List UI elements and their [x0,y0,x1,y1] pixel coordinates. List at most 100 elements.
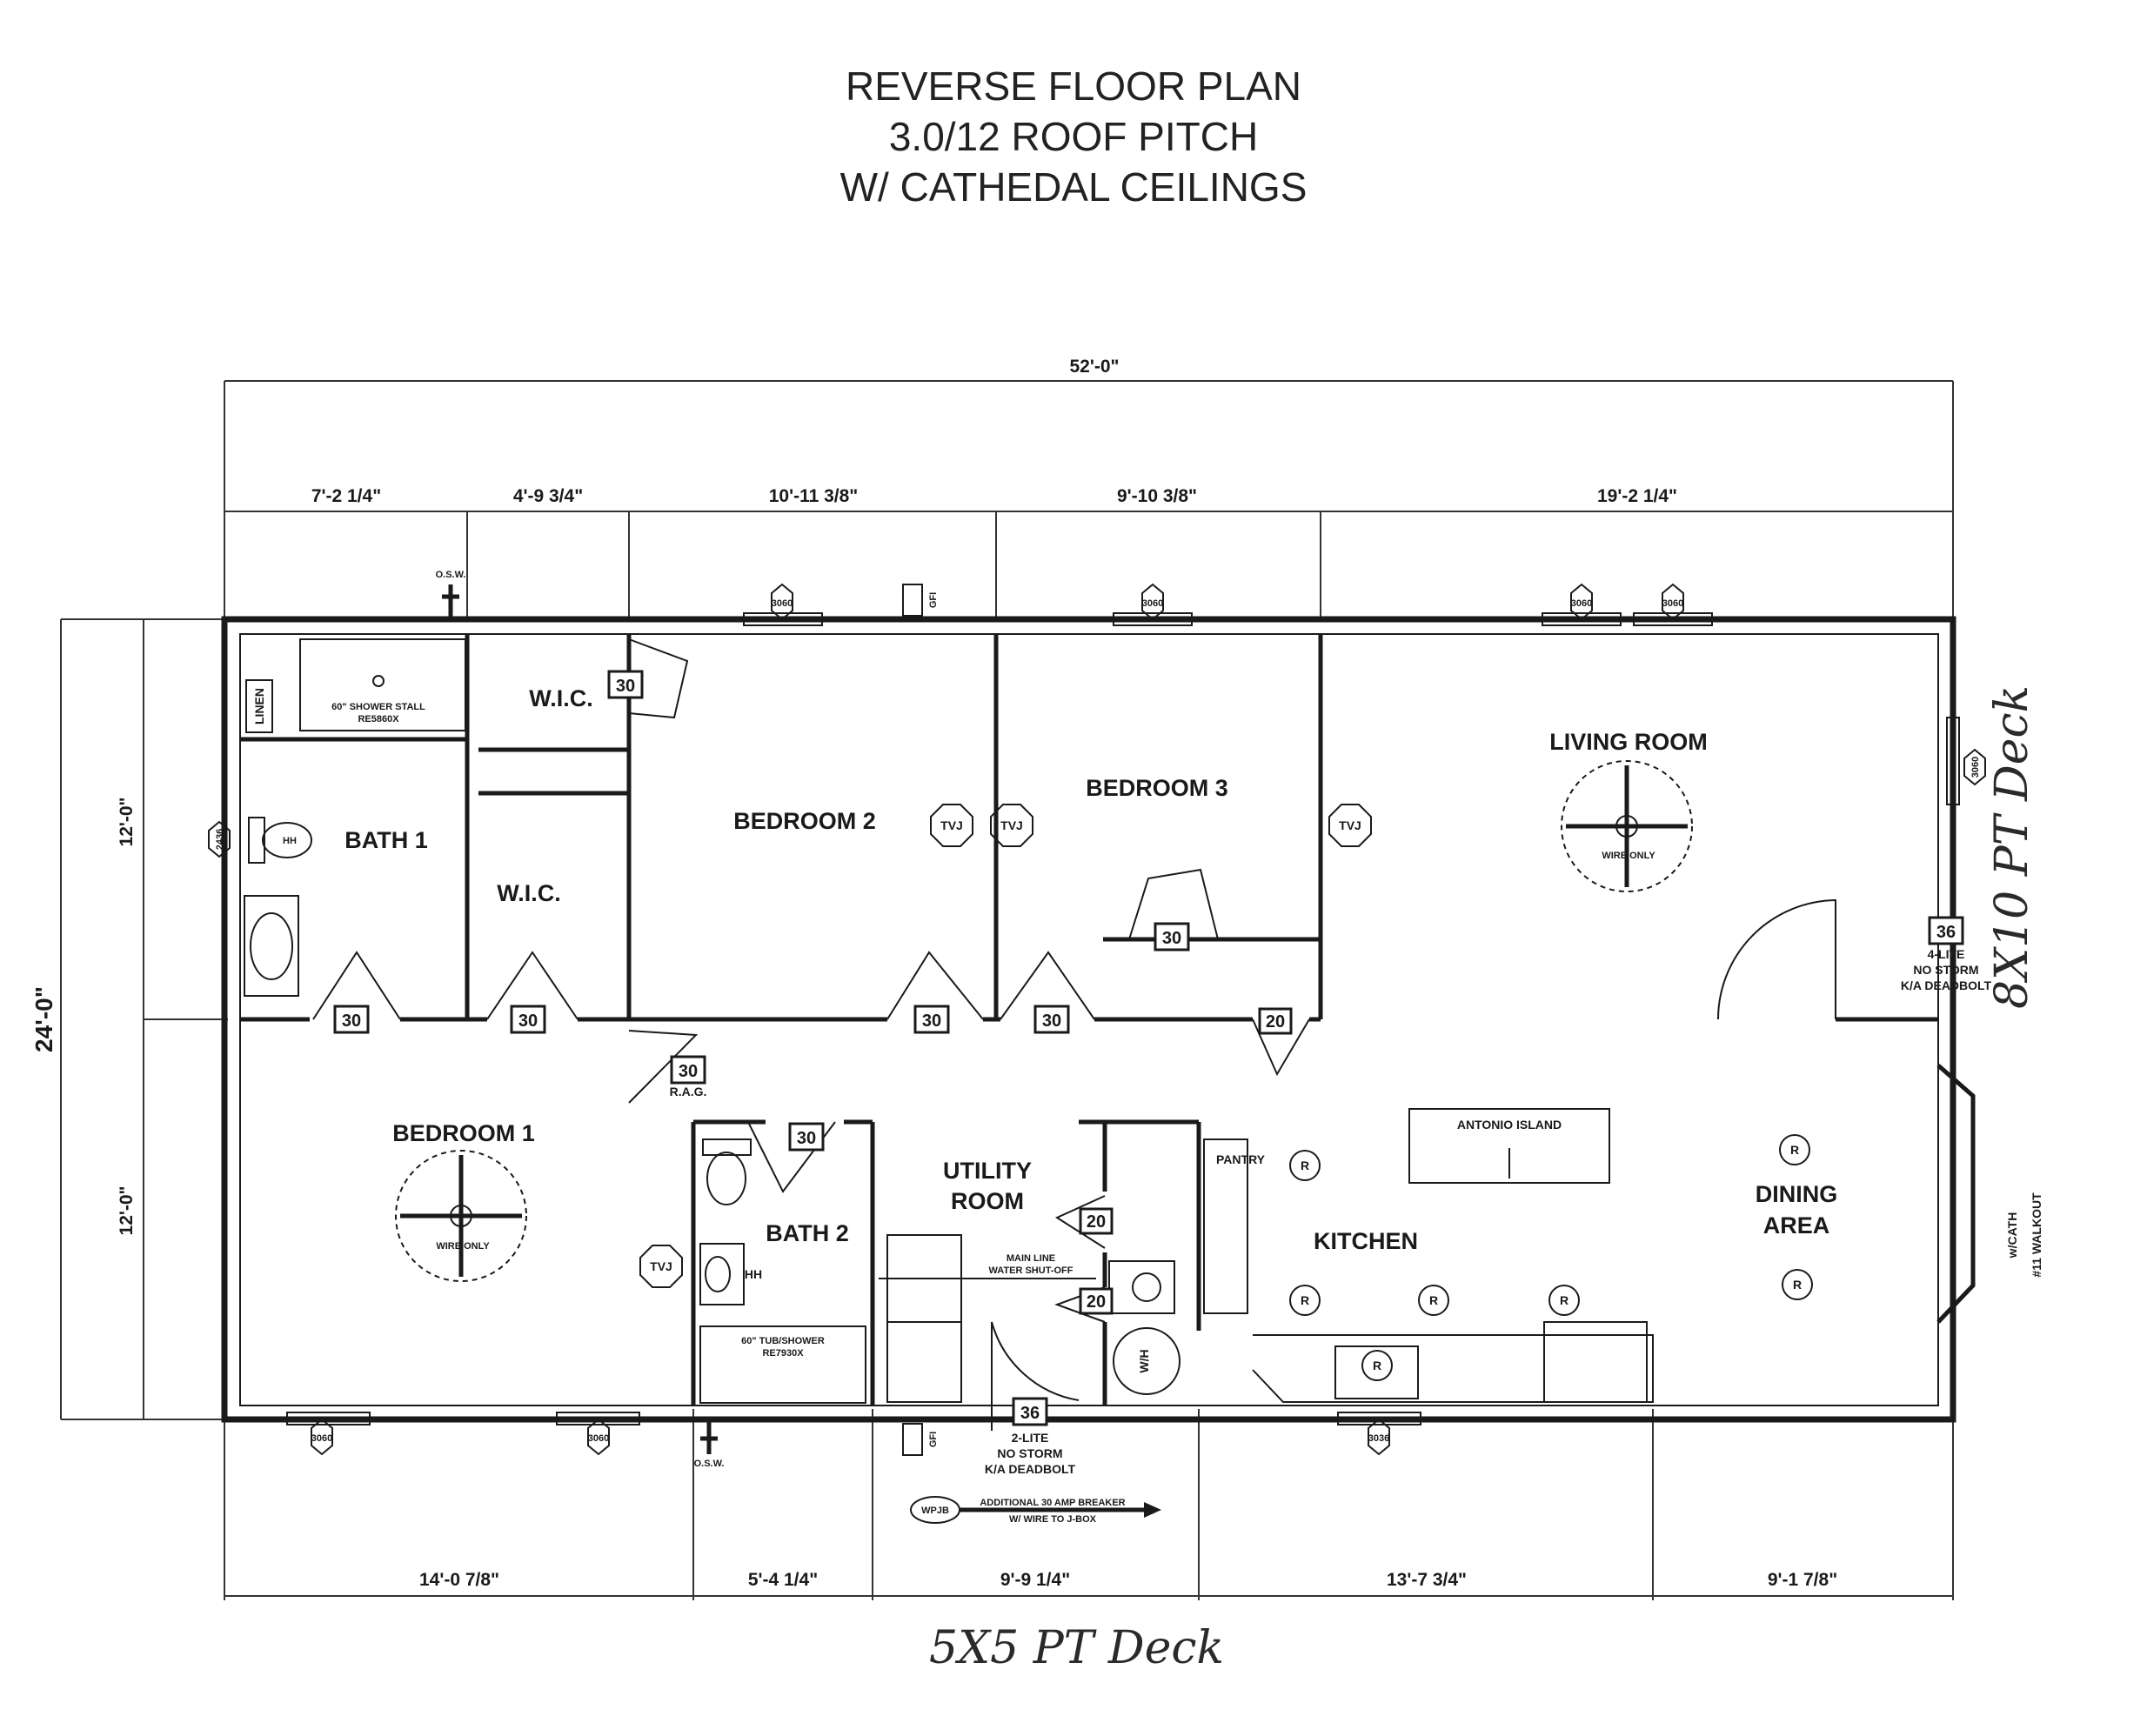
door-size-bedroom-3: 30 [1042,1012,1061,1031]
r-symbol-7: R [1793,1278,1802,1292]
window-2436-bath-1 [208,820,231,858]
breaker-note-1: ADDITIONAL 30 AMP BREAKER [980,1498,1125,1508]
r-symbol-4: R [1560,1293,1568,1307]
door-size-bedroom-2: 30 [922,1012,941,1031]
tub-shower [699,1325,866,1404]
room-bath-2: BATH 2 [766,1220,849,1246]
window-3060-6: 3060 [588,1433,609,1444]
hh-label-bath-2: HH [745,1267,762,1281]
windows [286,583,1986,1456]
tub-shower-model: RE7930X [762,1348,804,1359]
door-box-bath-1 [333,1005,370,1034]
osw-label-top: O.S.W. [436,570,466,580]
refrigerator [1543,1321,1648,1403]
vanity-bath-2 [699,1243,745,1305]
room-dining-2: AREA [1763,1212,1830,1239]
door-size-bath-1: 30 [342,1012,361,1031]
door-box-bath-2 [788,1122,825,1152]
window-3060-3: 3060 [1571,598,1592,609]
kitchen-counter [1252,1334,1654,1403]
bottom-dim-4: 13'-7 3/4" [1387,1570,1467,1590]
r-symbol-3: R [1429,1293,1438,1307]
door-box-linen [1258,1007,1293,1035]
window-3036: 3036 [1368,1433,1389,1444]
interior-walls [240,634,1938,1405]
ceiling-fan-bedroom-1 [395,1150,527,1282]
dryer [886,1321,962,1403]
top-dim-4: 9'-10 3/8" [1117,486,1197,506]
wire-only-bedroom-1: WIRE ONLY [436,1241,490,1252]
room-dining-1: DINING [1756,1181,1838,1207]
room-utility-2: ROOM [951,1188,1024,1214]
handwritten-deck-bottom: 5X5 PT Deck [929,1622,1224,1674]
door-size-rag: 30 [679,1062,698,1081]
gfi-label-bottom: GFI [928,1432,939,1447]
room-utility-1: UTILITY [943,1158,1032,1184]
pantry-label: PANTRY [1216,1152,1266,1166]
door-box-bedroom-3 [1033,1005,1070,1034]
wh-label: W/H [1137,1349,1151,1372]
osw-icons [442,584,718,1454]
range-symbols [1289,1134,1813,1381]
depth-top-label: 12'-0" [117,798,137,847]
door-size-bedroom-3-closet: 30 [1162,929,1181,948]
gfi-icons [902,584,923,1456]
overall-width-label: 52'-0" [1070,357,1120,377]
room-wic-2: W.I.C. [497,880,561,906]
window-3060-7: 3060 [1970,757,1981,778]
door-size-rear: 36 [1020,1404,1040,1423]
room-bedroom-2: BEDROOM 2 [733,808,876,834]
r-symbol-5: R [1373,1359,1381,1372]
room-wic-1: W.I.C. [529,685,593,711]
door-size-wic-2: 30 [518,1012,538,1031]
gfi-label-top: GFI [928,592,939,608]
top-dim-5: 19'-2 1/4" [1597,486,1677,506]
door-box-bedroom-2 [913,1005,950,1034]
tvj-living-room: TVJ [1339,818,1361,832]
door-size-bath-2: 30 [797,1129,816,1148]
walkout-note-2: #11 WALKOUT [2030,1192,2043,1278]
arrow-right-icon [1144,1502,1161,1518]
door-box-utility-1 [1079,1207,1114,1235]
plan-title-line-1: REVERSE FLOOR PLAN [845,63,1302,109]
kitchen-sink [1334,1345,1419,1399]
room-kitchen: KITCHEN [1314,1228,1418,1254]
front-door-note-1: 4-LITE [1928,947,1965,961]
door-box-rear [1012,1397,1048,1426]
bottom-dim-1: 14'-0 7/8" [419,1570,499,1590]
room-bath-1: BATH 1 [344,827,428,853]
breaker-note-2: W/ WIRE TO J-BOX [1009,1514,1097,1525]
island-label: ANTONIO ISLAND [1457,1118,1562,1132]
rear-door-note-2: NO STORM [997,1446,1062,1460]
door-box-utility-2 [1079,1287,1114,1315]
tvj-bedroom-3: TVJ [1000,818,1023,832]
room-bedroom-1: BEDROOM 1 [392,1120,535,1146]
front-door-note-2: NO STORM [1913,963,1978,977]
water-heater [1113,1327,1181,1395]
r-symbol-2: R [1301,1293,1309,1307]
overall-depth-label: 24'-0" [30,986,57,1052]
plan-title-line-3: W/ CATHEDAL CEILINGS [839,164,1308,210]
top-dim-3: 10'-11 3/8" [769,486,859,506]
door-size-linen: 20 [1266,1012,1285,1032]
pantry-cabinets [1203,1138,1248,1314]
sink-icon [1132,1272,1161,1302]
shower-stall-1 [299,638,466,731]
osw-label-bottom: O.S.W. [694,1459,725,1469]
wpjb-label: WPJB [921,1506,949,1516]
bottom-dim-2: 5'-4 1/4" [748,1570,818,1590]
rear-door-note-3: K/A DEADBOLT [985,1462,1076,1476]
toilet-bath-1 [248,817,312,864]
linen-label: LINEN [252,688,266,724]
room-bedroom-3: BEDROOM 3 [1086,775,1228,801]
room-living-room: LIVING ROOM [1549,729,1708,755]
tv-jack-icons [639,804,1372,1288]
door-size-front: 36 [1936,923,1956,942]
r-symbol-6: R [1790,1143,1799,1157]
bottom-dim-5: 9'-1 7/8" [1768,1570,1837,1590]
door-swings [312,638,1836,1431]
hh-label-bath-1: HH [283,836,297,846]
rear-door-note-1: 2-LITE [1012,1431,1049,1445]
main-line-label-1: MAIN LINE [1007,1253,1055,1264]
